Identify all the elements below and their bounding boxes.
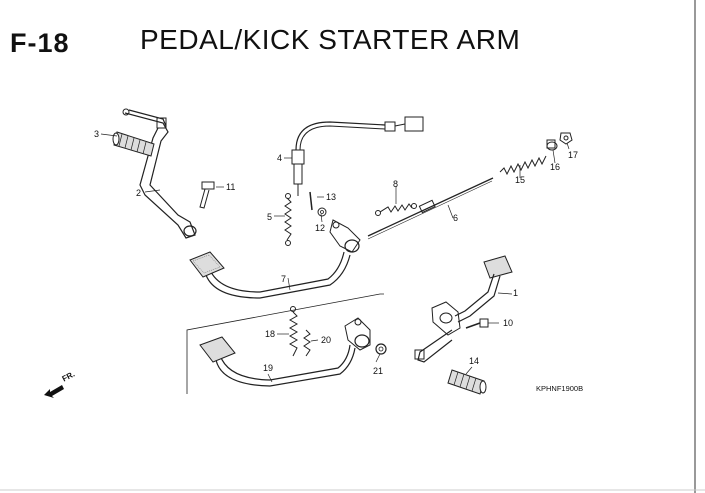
nut-17[interactable] — [559, 132, 573, 145]
part-label: 18 — [265, 329, 275, 339]
change-rubber[interactable] — [447, 369, 487, 395]
spring-18[interactable] — [288, 306, 299, 357]
part-label: 11 — [226, 182, 235, 192]
washer-12[interactable] — [317, 207, 327, 217]
kick-starter-arm[interactable] — [122, 108, 197, 239]
part-label: 4 — [277, 153, 282, 163]
part-label: 1 — [513, 288, 518, 298]
stop-switch[interactable] — [291, 116, 424, 196]
bolt-10[interactable] — [465, 318, 489, 329]
joint-16[interactable] — [546, 139, 558, 151]
part-label: 20 — [321, 335, 331, 345]
spring-5[interactable] — [284, 193, 292, 246]
part-label: 3 — [94, 129, 99, 139]
part-label: 15 — [515, 175, 525, 185]
part-label: 12 — [315, 223, 325, 233]
part-label: 13 — [326, 192, 336, 202]
kick-rubber[interactable] — [112, 131, 155, 157]
part-label: 14 — [469, 356, 479, 366]
brake-rod[interactable] — [367, 177, 494, 240]
part-label: 21 — [373, 366, 383, 376]
part-label: 2 — [136, 188, 141, 198]
spring-8[interactable] — [375, 203, 417, 216]
reference-code: KPHNF1900B — [536, 384, 584, 393]
spring-15[interactable] — [499, 155, 547, 176]
leader-lines — [100, 133, 570, 383]
part-label: 10 — [503, 318, 513, 328]
clip-21[interactable] — [375, 343, 387, 355]
part-label: 19 — [263, 363, 273, 373]
brake-pedal-7[interactable] — [189, 219, 361, 299]
change-pedal[interactable] — [414, 255, 513, 363]
part-label: 17 — [568, 150, 578, 160]
brake-pedal-19[interactable] — [199, 317, 371, 387]
spring-20[interactable] — [303, 329, 311, 357]
pin-13[interactable] — [309, 191, 313, 211]
part-label: 8 — [393, 179, 398, 189]
section-code: F-18 — [10, 28, 70, 58]
part-labels: 1 2 3 4 5 6 7 8 10 11 12 13 14 15 16 17 … — [94, 129, 578, 376]
part-label: 7 — [281, 274, 286, 284]
part-label: 16 — [550, 162, 560, 172]
bolt-11[interactable] — [199, 181, 215, 209]
front-direction-arrow — [44, 385, 64, 398]
part-label: 5 — [267, 212, 272, 222]
page-title: PEDAL/KICK STARTER ARM — [140, 24, 521, 55]
part-label: 6 — [453, 213, 458, 223]
sub-assembly-divider — [186, 293, 384, 394]
